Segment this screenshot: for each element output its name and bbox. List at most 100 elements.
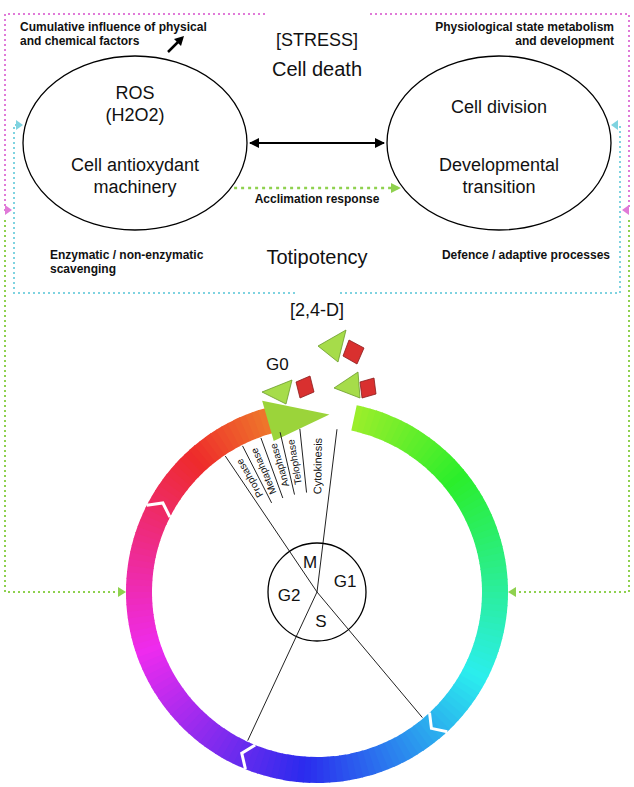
ring-segment <box>162 680 166 686</box>
ring-segment <box>431 456 436 461</box>
ring-segment <box>141 560 142 567</box>
ring-segment <box>154 513 157 519</box>
ring-segment <box>488 635 490 642</box>
ring-segment <box>144 634 146 641</box>
ring-segment <box>262 421 269 423</box>
note-label: Cumulative influence of physical and che… <box>20 21 225 49</box>
ring-segment <box>484 647 486 654</box>
mitosis-stage-label: Cytokinesis <box>312 438 323 494</box>
ring-segment <box>189 463 194 468</box>
stress-dotted-line <box>5 14 265 210</box>
ring-segment <box>465 492 469 498</box>
ring-segment <box>492 561 493 568</box>
ring-segment <box>273 764 280 766</box>
ring-segment <box>193 719 198 724</box>
treatment-label: [2,4-D] <box>290 300 344 321</box>
outcome-label: Cell death <box>272 58 362 81</box>
ring-segment <box>444 711 449 716</box>
phase-label: G0 <box>266 355 289 375</box>
ring-segment <box>457 482 461 488</box>
g0-fragment <box>334 372 360 398</box>
ring-segment <box>482 525 485 532</box>
scavenging-arrowhead <box>16 120 23 130</box>
ring-segment <box>143 628 145 635</box>
ring-segment <box>142 554 143 561</box>
ring-segment <box>169 691 173 697</box>
ring-segment <box>435 720 440 725</box>
ring-segment <box>383 755 390 758</box>
ring-notch <box>147 503 170 517</box>
ring-segment <box>377 757 384 760</box>
g0-fragment <box>262 380 292 404</box>
outcome-label: Totipotency <box>266 246 367 269</box>
increase-arrowhead <box>174 36 184 46</box>
ring-segment <box>411 740 417 744</box>
note-label: Enzymatic / non-enzymatic scavenging <box>50 249 220 277</box>
ring-segment <box>389 429 395 432</box>
ring-segment <box>261 761 268 763</box>
ring-segment <box>474 508 477 514</box>
ring-segment <box>249 757 256 760</box>
acclimation-dotted-line <box>516 220 629 592</box>
g0-fragment <box>318 330 346 362</box>
ring-segment <box>477 664 480 670</box>
ring-segment <box>184 710 189 715</box>
ring-segment <box>360 419 367 421</box>
defence-arrowhead <box>611 120 618 130</box>
ring-segment <box>285 767 292 768</box>
ring-segment <box>486 641 488 648</box>
ring-segment <box>436 460 441 465</box>
stress-arrowhead <box>5 205 12 215</box>
ring-segment <box>193 459 198 464</box>
ring-segment <box>244 754 251 757</box>
ring-segment <box>233 749 239 752</box>
ring-segment <box>484 531 486 538</box>
ring-segment <box>154 664 157 670</box>
note-label: Defence / adaptive processes <box>440 249 610 263</box>
ring-segment <box>239 429 245 432</box>
ring-segment <box>212 444 218 448</box>
phase-letter: G1 <box>334 572 357 592</box>
ring-segment <box>427 452 433 457</box>
ring-segment <box>142 622 143 629</box>
ring-segment <box>440 716 445 721</box>
physiology-dotted-line <box>370 14 629 210</box>
node-text: ROS (H2O2) <box>85 83 185 126</box>
cell-division-ellipse: Cell divisionDevelopmental transition <box>386 55 612 231</box>
ring-segment <box>449 706 454 711</box>
ring-segment <box>453 478 457 484</box>
ring-segment <box>480 520 483 527</box>
ring-segment <box>197 724 202 729</box>
node-outline-shape <box>387 56 611 230</box>
ring-segment <box>152 658 155 665</box>
cycle-phase-circle: MG2G1S <box>267 542 367 642</box>
ring-segment <box>384 427 391 430</box>
ring-segment <box>152 519 155 526</box>
note-label: Physiological state metabolism and devel… <box>420 21 614 49</box>
ring-segment <box>359 763 366 765</box>
ring-segment <box>482 653 485 660</box>
ring-segment <box>173 482 177 488</box>
ring-segment <box>233 432 239 435</box>
ring-segment <box>354 418 361 420</box>
ring-segment <box>250 424 257 427</box>
ring-segment <box>256 422 263 424</box>
ring-segment <box>479 659 482 666</box>
ring-segment <box>316 757 323 783</box>
ring-segment <box>245 427 252 430</box>
ring-segment <box>166 686 170 692</box>
node-outline <box>22 55 248 231</box>
acclimation-dotted-line <box>5 220 118 592</box>
ring-segment <box>453 702 458 708</box>
ring-segment <box>207 447 213 451</box>
ring-segment <box>180 706 185 711</box>
ring-arrowhead <box>262 401 329 441</box>
ring-segment <box>405 743 411 747</box>
node-outline-shape <box>23 56 247 230</box>
ring-segment <box>365 761 372 763</box>
ring-segment <box>400 746 406 749</box>
ring-segment <box>202 728 208 733</box>
ring-notch <box>242 745 255 769</box>
